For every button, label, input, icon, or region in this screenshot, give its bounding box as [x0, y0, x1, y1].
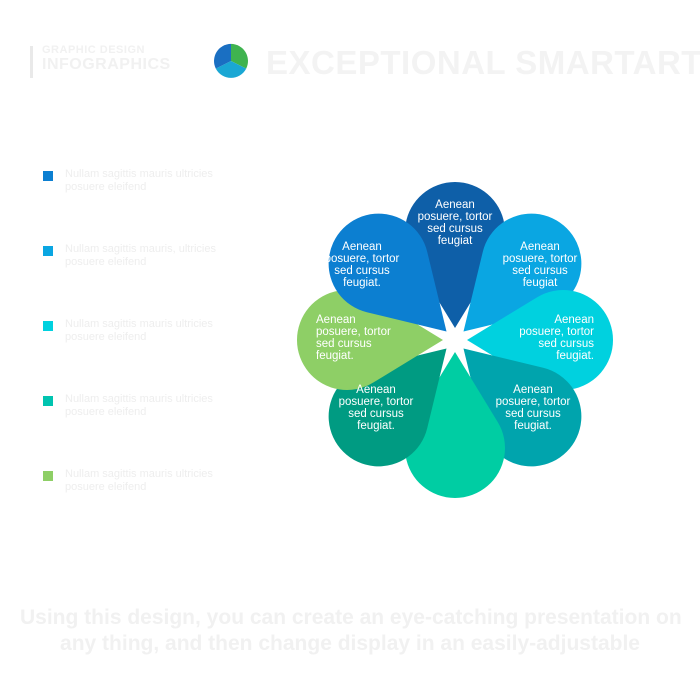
legend-bullet — [43, 396, 53, 406]
petal-top-left — [328, 213, 447, 332]
legend-item: Nullam sagittis mauris ultricies posuere… — [43, 168, 223, 218]
legend-item: Nullam sagittis mauris ultricies posuere… — [43, 468, 223, 518]
brand-logo-text: GRAPHIC DESIGN INFOGRAPHICS — [42, 44, 171, 73]
footer: Using this design, you can create an eye… — [20, 606, 682, 656]
footer-line2: any thing, and then change display in an… — [60, 632, 640, 655]
legend-text: Nullam sagittis mauris, ultricies posuer… — [65, 243, 216, 268]
brand-line1: GRAPHIC DESIGN — [42, 44, 145, 56]
brand-divider — [30, 46, 33, 78]
brand-line2: INFOGRAPHICS — [42, 55, 171, 73]
legend-bullet — [43, 471, 53, 481]
header: GRAPHIC DESIGN INFOGRAPHICS EXCEPTIONAL … — [30, 40, 700, 90]
legend-bullet — [43, 171, 53, 181]
pie-logo-icon — [214, 43, 248, 78]
legend-bullet — [43, 246, 53, 256]
legend-item: Nullam sagittis mauris ultricies posuere… — [43, 393, 223, 443]
petal-top — [405, 181, 505, 328]
footer-line1: Using this design, you can create an eye… — [20, 606, 682, 629]
petal-bottom — [405, 352, 505, 499]
legend-bullet — [43, 321, 53, 331]
legend-item: Nullam sagittis mauris, ultricies posuer… — [43, 243, 223, 293]
legend-text: Nullam sagittis mauris ultricies posuere… — [65, 318, 213, 343]
legend-text: Nullam sagittis mauris ultricies posuere… — [65, 168, 213, 193]
legend-text: Nullam sagittis mauris ultricies posuere… — [65, 393, 213, 418]
page-title: EXCEPTIONAL SMARTART — [266, 44, 700, 81]
petal-right — [467, 290, 614, 390]
legend-item: Nullam sagittis mauris ultricies posuere… — [43, 318, 223, 368]
legend-text: Nullam sagittis mauris ultricies posuere… — [65, 468, 213, 493]
petal-left — [296, 290, 443, 390]
